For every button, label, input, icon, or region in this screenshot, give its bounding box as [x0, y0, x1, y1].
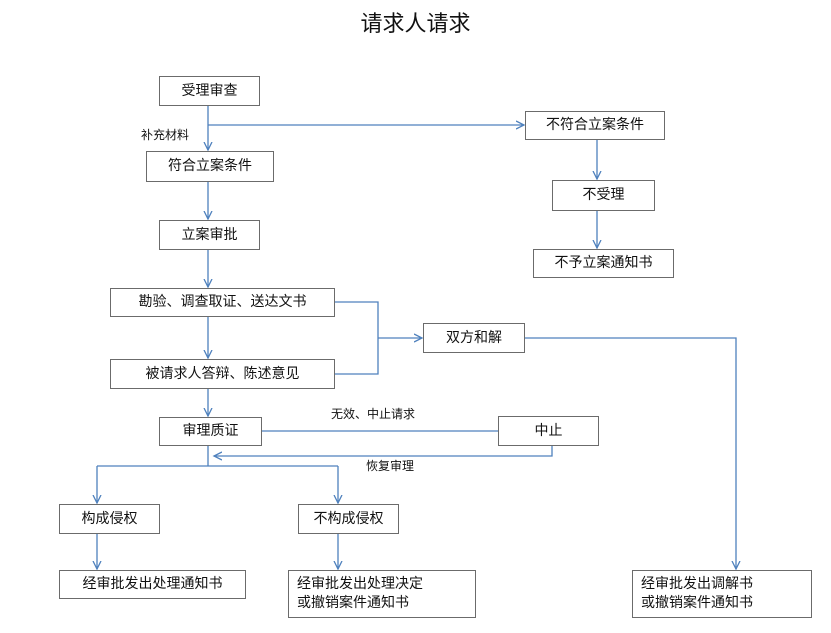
node-not-infringe: 不构成侵权: [298, 504, 399, 534]
node-case-approval: 立案审批: [159, 220, 260, 250]
label-resume: 恢复审理: [366, 459, 415, 473]
node-mediation-notice: 经审批发出调解书 或撤销案件通知书: [632, 570, 812, 618]
diagram-title: 请求人请求: [360, 12, 471, 37]
edge-bracket: [335, 301, 379, 375]
node-decision: 经审批发出处理决定 或撤销案件通知书: [288, 570, 476, 618]
node-not-meets: 不符合立案条件: [525, 111, 665, 140]
edge-mediation-to-notice: [525, 337, 736, 569]
node-suspend: 中止: [498, 416, 599, 446]
label-invalid-suspend: 无效、中止请求: [331, 407, 416, 421]
node-respondent: 被请求人答辩、陈述意见: [110, 359, 335, 389]
node-not-accept: 不受理: [552, 180, 655, 211]
node-infringe: 构成侵权: [59, 504, 160, 534]
edge-suspend-resume: [214, 446, 553, 456]
label-supplement: 补充材料: [141, 128, 190, 142]
node-mediation: 双方和解: [423, 323, 525, 353]
node-review: 审理质证: [159, 417, 262, 446]
mediation-notice-line-1: 经审批发出调解书: [641, 576, 753, 592]
node-no-case-notice: 不予立案通知书: [533, 249, 674, 278]
decision-line-2: 或撤销案件通知书: [297, 595, 409, 611]
node-accept-review: 受理审查: [159, 76, 260, 106]
decision-line-1: 经审批发出处理决定: [297, 576, 423, 592]
node-notice-handle: 经审批发出处理通知书: [59, 570, 246, 599]
node-investigate: 勘验、调查取证、送达文书: [110, 288, 335, 317]
mediation-notice-line-2: 或撤销案件通知书: [641, 595, 753, 611]
node-meets: 符合立案条件: [146, 151, 274, 182]
